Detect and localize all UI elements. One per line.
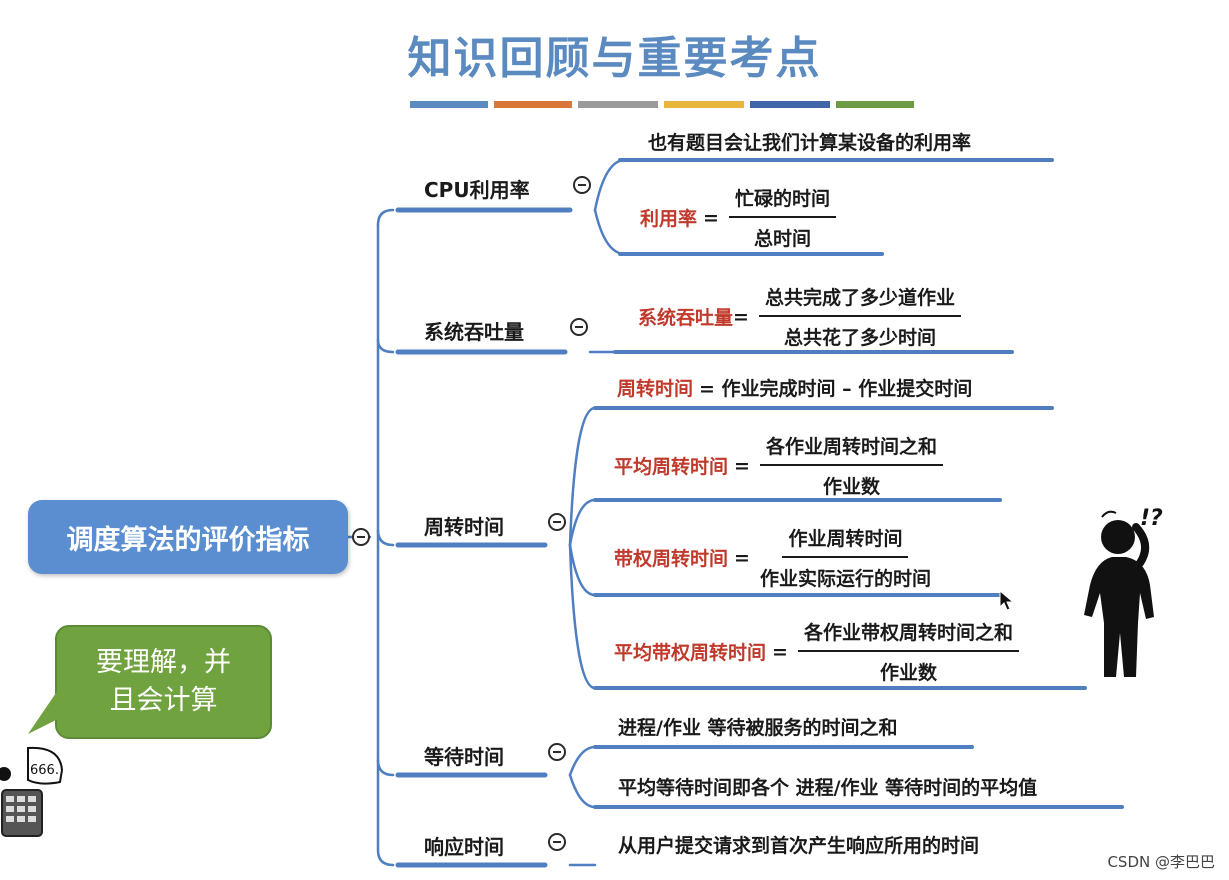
- root-collapse-toggle[interactable]: [352, 528, 370, 546]
- throughput-formula: 系统吞吐量 = 总共完成了多少道作业 总共花了多少时间: [638, 283, 961, 350]
- turnaround-f3-numerator: 作业周转时间: [782, 524, 909, 558]
- speech-bubble: 要理解，并 且会计算: [55, 625, 272, 739]
- cpu-note: 也有题目会让我们计算某设备的利用率: [648, 132, 972, 154]
- turnaround-formula-1: 周转时间 = 作业完成时间 – 作业提交时间: [617, 374, 982, 401]
- mouse-cursor-icon: [999, 590, 1015, 611]
- color-bar-4: [664, 101, 744, 108]
- bubble-line-2: 且会计算: [109, 685, 218, 716]
- throughput-denominator: 总共花了多少时间: [783, 327, 936, 349]
- turnaround-f2-label: 平均周转时间: [614, 456, 729, 478]
- category-waiting-time[interactable]: 等待时间: [424, 745, 504, 769]
- cpu-denominator: 总时间: [753, 228, 811, 250]
- turnaround-f4-numerator: 各作业带权周转时间之和: [797, 618, 1019, 652]
- calculator-cartoon: 666.: [0, 746, 64, 837]
- category-cpu-utilization[interactable]: CPU利用率: [424, 178, 530, 202]
- throughput-numerator: 总共完成了多少道作业: [758, 283, 961, 317]
- cpu-numerator: 忙碌的时间: [728, 184, 836, 218]
- figure-question-marks: !?: [1140, 506, 1163, 531]
- category-response-time[interactable]: 响应时间: [424, 835, 504, 859]
- turnaround-f4-fraction: 各作业带权周转时间之和 作业数: [797, 618, 1019, 685]
- color-bar-3: [578, 101, 658, 108]
- turnaround-f4-eq: =: [772, 640, 788, 663]
- throughput-collapse-toggle[interactable]: [570, 318, 588, 336]
- turnaround-f2-numerator: 各作业周转时间之和: [759, 432, 943, 466]
- turnaround-f2-fraction: 各作业周转时间之和 作业数: [759, 432, 943, 499]
- turnaround-f1-rest: = 作业完成时间 – 作业提交时间: [699, 378, 973, 400]
- turnaround-f4-denominator: 作业数: [879, 662, 937, 684]
- response-leaf-1: 从用户提交请求到首次产生响应所用的时间: [618, 835, 980, 857]
- confused-person-figure: !?: [1084, 506, 1163, 677]
- waiting-leaf-1: 进程/作业 等待被服务的时间之和: [618, 717, 898, 739]
- color-bar-1: [410, 101, 488, 108]
- cpu-formula-label: 利用率: [640, 208, 698, 230]
- turnaround-collapse-toggle[interactable]: [548, 513, 566, 531]
- turnaround-formula-2: 平均周转时间 = 各作业周转时间之和 作业数: [614, 432, 943, 499]
- turnaround-f3-label: 带权周转时间: [614, 548, 729, 570]
- page-title: 知识回顾与重要考点: [407, 33, 822, 84]
- cpu-formula-eq: =: [703, 206, 719, 229]
- cpu-formula: 利用率 = 忙碌的时间 总时间: [640, 184, 836, 251]
- bubble-line-1: 要理解，并: [96, 647, 231, 678]
- throughput-formula-label: 系统吞吐量: [638, 307, 734, 329]
- turnaround-f1-label: 周转时间: [617, 378, 694, 400]
- csdn-watermark: CSDN @李巴巴: [1107, 853, 1215, 871]
- turnaround-f2-eq: =: [734, 454, 750, 477]
- waiting-leaf-2: 平均等待时间即各个 进程/作业 等待时间的平均值: [618, 777, 1038, 799]
- throughput-formula-eq: =: [733, 305, 749, 328]
- speech-bubble-tail: [28, 690, 76, 734]
- calculator-display: 666.: [30, 763, 59, 778]
- color-bar-5: [750, 101, 830, 108]
- turnaround-f3-fraction: 作业周转时间 作业实际运行的时间: [760, 524, 931, 591]
- turnaround-formula-3: 带权周转时间 = 作业周转时间 作业实际运行的时间: [614, 524, 931, 591]
- category-throughput[interactable]: 系统吞吐量: [424, 320, 524, 344]
- color-bar-2: [494, 101, 572, 108]
- waiting-collapse-toggle[interactable]: [548, 743, 566, 761]
- cpu-fraction: 忙碌的时间 总时间: [728, 184, 836, 251]
- turnaround-f3-eq: =: [734, 546, 750, 569]
- color-bar-6: [836, 101, 914, 108]
- turnaround-f4-label: 平均带权周转时间: [614, 642, 767, 664]
- cpu-collapse-toggle[interactable]: [573, 176, 591, 194]
- turnaround-formula-4: 平均带权周转时间 = 各作业带权周转时间之和 作业数: [614, 618, 1019, 685]
- response-collapse-toggle[interactable]: [548, 833, 566, 851]
- turnaround-f3-denominator: 作业实际运行的时间: [759, 568, 931, 590]
- throughput-fraction: 总共完成了多少道作业 总共花了多少时间: [758, 283, 961, 350]
- turnaround-f2-denominator: 作业数: [822, 476, 880, 498]
- root-node[interactable]: 调度算法的评价指标: [28, 500, 348, 574]
- category-turnaround-time[interactable]: 周转时间: [424, 515, 504, 539]
